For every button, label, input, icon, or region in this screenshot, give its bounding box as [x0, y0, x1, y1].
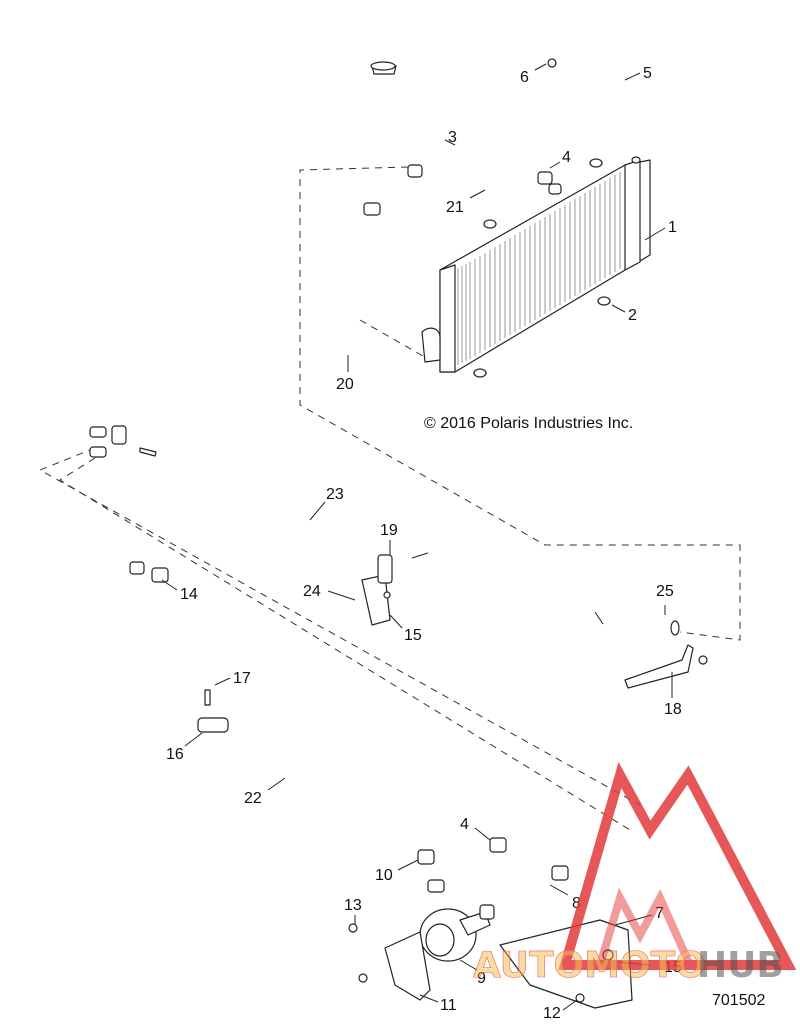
- callout-8: 8: [572, 895, 581, 912]
- radiator-dash-link: [359, 319, 431, 361]
- callout-21: 21: [446, 199, 464, 216]
- diagram-number: 701502: [712, 992, 765, 1009]
- coolant-coupler: [604, 620, 680, 646]
- callout-20: 20: [336, 376, 354, 393]
- watermark-text-auto: AUTOMOTO: [473, 945, 706, 986]
- callout-6: 6: [520, 69, 529, 86]
- callout-4-lower: 4: [460, 816, 469, 833]
- callout-24: 24: [303, 583, 321, 600]
- rear-bracket: [594, 611, 708, 689]
- water-pump: [419, 879, 495, 962]
- callout-7: 7: [655, 905, 664, 922]
- callout-12: 12: [543, 1005, 561, 1022]
- radiator: [421, 156, 651, 373]
- watermark-text-hub: HUB: [697, 945, 784, 986]
- callout-17: 17: [233, 670, 251, 687]
- callout-2: 2: [628, 307, 637, 324]
- elbow-hose: [425, 158, 533, 195]
- callout-19: 19: [380, 522, 398, 539]
- callout-16: 16: [166, 746, 184, 763]
- main-coolant-tubes: [89, 406, 614, 714]
- hose-clamps-upper: [363, 58, 562, 216]
- callout-1: 1: [668, 219, 677, 236]
- callout-11: 11: [440, 997, 457, 1014]
- callout-18: 18: [664, 701, 682, 718]
- pump-strap-bracket: [348, 923, 431, 1001]
- lower-radiator-hose: [334, 216, 393, 356]
- radiator-mounting-grommets: [473, 158, 611, 378]
- callout-15-upper: 15: [404, 627, 422, 644]
- overflow-hose: [562, 62, 639, 138]
- callout-3: 3: [448, 129, 457, 146]
- callout-25: 25: [656, 583, 674, 600]
- automotohub-watermark-logo: AUTOMOTO HUB: [473, 761, 797, 986]
- tube-bracket: [361, 552, 429, 626]
- pump-inlet-tube: [499, 865, 569, 911]
- callout-labels: 1 2 3 4 5 6 20 21 23 19 24 15 25 18 14 1…: [161, 63, 682, 1022]
- callout-9: 9: [477, 970, 486, 987]
- callout-4: 4: [562, 149, 571, 166]
- callout-10: 10: [375, 867, 393, 884]
- callout-23: 23: [326, 486, 344, 503]
- lower-assembly-boundary-b: [59, 457, 631, 831]
- callout-13: 13: [344, 897, 362, 914]
- lower-coolant-tubes: [121, 561, 507, 865]
- lower-assembly-boundary-a: [38, 447, 641, 806]
- copyright-notice: © 2016 Polaris Industries Inc.: [424, 415, 633, 432]
- callout-22: 22: [244, 790, 262, 807]
- radiator-assembly-boundary: [299, 166, 741, 641]
- callout-5: 5: [643, 65, 652, 82]
- callout-14: 14: [180, 586, 198, 603]
